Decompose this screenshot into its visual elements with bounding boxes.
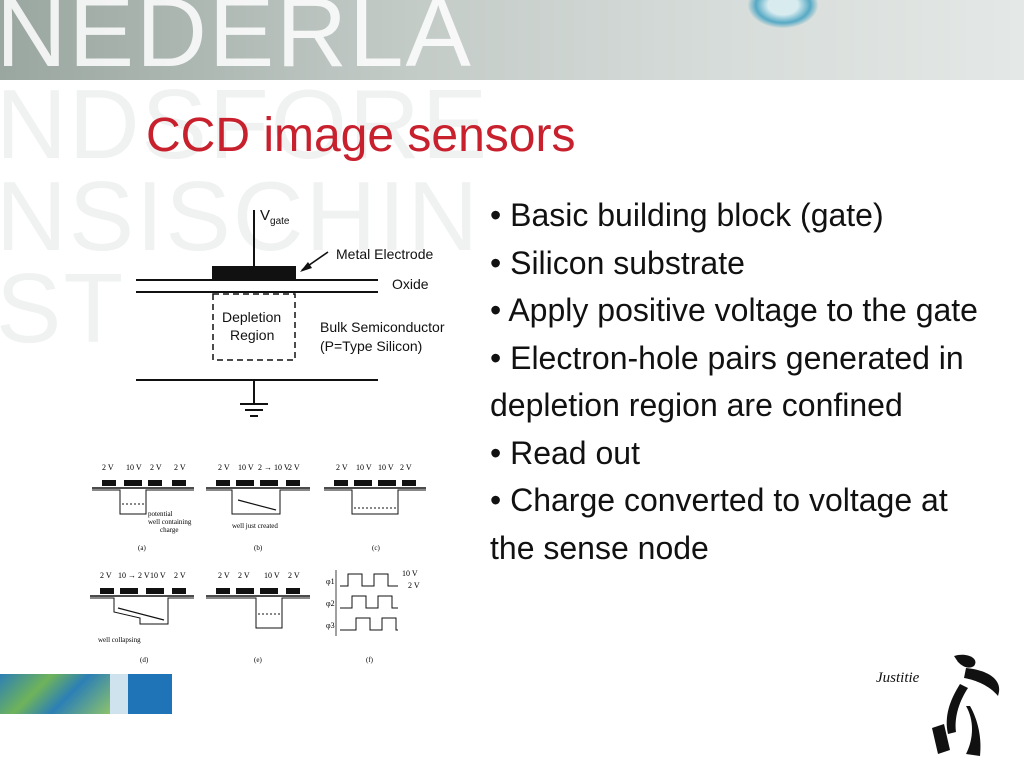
panel-d: 2 V 10 → 2 V 10 V 2 V well collapsing (d… [90,571,194,664]
water-drop-decoration [748,0,818,28]
svg-text:(c): (c) [372,544,380,552]
bullet-item: • Charge converted to voltage at the sen… [490,482,948,566]
region-label: Region [230,327,274,343]
svg-text:(a): (a) [138,544,146,552]
depletion-label: Depletion [222,309,281,325]
bullet-item: • Apply positive voltage to the gate [490,292,978,328]
svg-text:2 V: 2 V [102,463,114,472]
svg-text:(d): (d) [140,656,149,664]
watermark-row: NSISCHIN [0,161,481,271]
svg-text:10 V: 10 V [264,571,280,580]
svg-text:2 V: 2 V [150,463,162,472]
metal-electrode-block [212,266,296,280]
panel-c: 2 V 10 V 10 V 2 V (c) [324,463,426,552]
footer-stripe-decoration [110,674,128,714]
bullet-item: • Silicon substrate [490,244,745,281]
svg-text:φ3: φ3 [326,621,335,630]
svg-text:2 → 10 V: 2 → 10 V [258,463,290,472]
logo-text: Justitie [876,670,920,686]
svg-text:2 V: 2 V [408,581,420,590]
panel-f-clock-phases: φ1 φ2 φ3 10 V 2 V (f) [326,569,420,664]
metal-electrode-label: Metal Electrode [336,246,433,262]
watermark-row: NEDERLA [0,0,473,87]
svg-text:potential: potential [148,510,173,518]
svg-text:10 V: 10 V [126,463,142,472]
bullet-list: • Basic building block (gate) • Silicon … [490,192,990,572]
slide-title: CCD image sensors [146,109,576,162]
header-banner [0,0,1024,80]
svg-text:10 V: 10 V [378,463,394,472]
svg-text:2 V: 2 V [218,463,230,472]
svg-text:2 V: 2 V [238,571,250,580]
svg-text:2 V: 2 V [336,463,348,472]
svg-text:(b): (b) [254,544,263,552]
svg-text:10 V: 10 V [150,571,166,580]
svg-text:well containing: well containing [148,518,192,526]
svg-text:2 V: 2 V [174,571,186,580]
svg-text:charge: charge [160,526,179,534]
svg-text:2 V: 2 V [288,463,300,472]
justitie-logo: Justitie [876,654,1000,756]
svg-text:φ1: φ1 [326,577,335,586]
watermark-row: NDSFORE [0,69,490,179]
panel-e: 2 V 2 V 10 V 2 V (e) [206,571,310,664]
svg-text:(e): (e) [254,656,262,664]
bulk-label: Bulk Semiconductor [320,319,445,335]
panel-b: 2 V 10 V 2 → 10 V 2 V well just created … [206,463,310,552]
svg-text:2 V: 2 V [218,571,230,580]
mos-gate-diagram: Vgate Metal Electrode Oxide Depletion Re… [136,207,445,417]
footer-stripe-decoration [0,674,110,714]
svg-text:φ2: φ2 [326,599,335,608]
panel-a: 2 V 10 V 2 V 2 V potential well containi… [92,463,194,552]
vgate-label: Vgate [260,207,290,227]
svg-text:10 V: 10 V [356,463,372,472]
oxide-label: Oxide [392,276,429,292]
charge-transfer-diagram: 2 V 10 V 2 V 2 V potential well containi… [90,463,426,664]
background-watermark-text: NEDERLA NDSFORE NSISCHIN ST [0,0,490,363]
bullet-item: • Read out [490,434,640,471]
svg-text:2 V: 2 V [100,571,112,580]
svg-text:10 V: 10 V [238,463,254,472]
bullet-item: • Basic building block (gate) [490,197,884,233]
bullet-item: • Electron-hole pairs generated in deple… [490,339,964,424]
watermark-row: ST [0,253,126,363]
svg-text:10 → 2 V: 10 → 2 V [118,571,150,580]
svg-text:2 V: 2 V [288,571,300,580]
footer-stripe-decoration [128,674,172,714]
svg-text:2 V: 2 V [174,463,186,472]
svg-text:2 V: 2 V [400,463,412,472]
svg-text:10 V: 10 V [402,569,418,578]
svg-text:well collapsing: well collapsing [98,636,141,644]
svg-text:well just created: well just created [232,522,278,530]
p-type-label: (P=Type Silicon) [320,338,422,354]
svg-text:(f): (f) [366,656,374,664]
depletion-region-box [212,293,296,361]
